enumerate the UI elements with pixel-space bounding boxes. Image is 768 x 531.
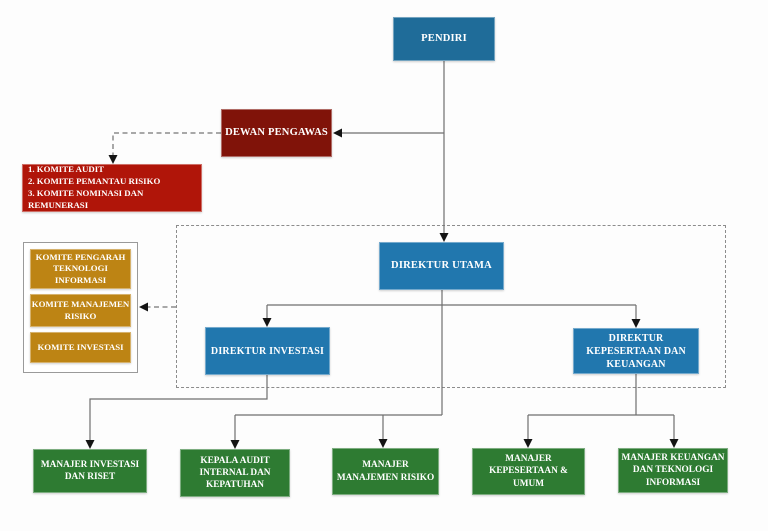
node-komite-pengarah-ti-label: KOMITE PENGARAH TEKNOLOGI INFORMASI [35, 251, 126, 285]
node-direktur-kepesertaan-keuangan: DIREKTUR KEPESERTAAN DAN KEUANGAN [573, 328, 699, 374]
node-komite-manajemen-risiko: KOMITE MANAJEMEN RISIKO [30, 294, 131, 327]
arrowhead [85, 440, 95, 449]
node-manajer-keuangan-ti-label: MANAJER KEUANGAN DAN TEKNOLOGI INFORMASI [621, 453, 725, 488]
arrowhead [378, 439, 388, 448]
node-manajer-kepesertaan-umum-label: MANAJER KEPESERTAAN & UMUM [489, 454, 568, 489]
edge-kepesertaan-manajer-split [527, 374, 675, 443]
node-direktur-utama: DIREKTUR UTAMA [379, 242, 504, 290]
node-pendiri: PENDIRI [393, 17, 495, 61]
node-kepala-audit-internal: KEPALA AUDIT INTERNAL DAN KEPATUHAN [180, 449, 290, 497]
arrowhead [523, 439, 533, 448]
arrowhead [631, 319, 641, 328]
arrowhead [139, 302, 148, 312]
node-dewan-pengawas-label: DEWAN PENGAWAS [225, 127, 328, 139]
node-direktur-kepesertaan-keuangan-label: DIREKTUR KEPESERTAAN DAN KEUANGAN [586, 332, 686, 370]
node-manajer-keuangan-ti: MANAJER KEUANGAN DAN TEKNOLOGI INFORMASI [618, 448, 728, 493]
edge-investasi-manajer [89, 375, 268, 444]
komite-pengawas-item: 2. KOMITE PEMANTAU RISIKO [28, 176, 161, 187]
direksi-dashed-boundary [176, 225, 726, 388]
arrowhead [439, 233, 449, 242]
node-pendiri-label: PENDIRI [421, 33, 467, 45]
node-komite-investasi: KOMITE INVESTASI [30, 332, 131, 363]
komite-pengawas-item: 3. KOMITE NOMINASI DAN REMUNERASI [28, 188, 144, 210]
node-komite-pengawas-list: 1. KOMITE AUDIT 2. KOMITE PEMANTAU RISIK… [22, 164, 202, 212]
node-direktur-investasi: DIREKTUR INVESTASI [205, 327, 330, 375]
komite-pengawas-item: 1. KOMITE AUDIT [28, 164, 105, 175]
edge-dewan-komite-dashed [112, 132, 221, 158]
node-komite-manajemen-risiko-label: KOMITE MANAJEMEN RISIKO [31, 299, 130, 321]
komite-direksi-panel: KOMITE PENGARAH TEKNOLOGI INFORMASI KOMI… [23, 242, 138, 373]
node-kepala-audit-internal-label: KEPALA AUDIT INTERNAL DAN KEPATUHAN [199, 455, 271, 491]
arrowhead [262, 318, 272, 327]
node-manajer-kepesertaan-umum: MANAJER KEPESERTAAN & UMUM [472, 448, 585, 495]
node-manajer-manajemen-risiko: MANAJER MANAJEMEN RISIKO [332, 448, 439, 495]
node-manajer-manajemen-risiko-label: MANAJER MANAJEMEN RISIKO [336, 460, 435, 483]
node-komite-investasi-label: KOMITE INVESTASI [37, 341, 124, 352]
arrowhead [230, 440, 240, 449]
arrowhead [669, 439, 679, 448]
arrowhead [333, 128, 342, 138]
node-manajer-investasi-riset-label: MANAJER INVESTASI DAN RISET [40, 459, 140, 482]
node-dewan-pengawas: DEWAN PENGAWAS [221, 109, 332, 157]
node-direktur-utama-label: DIREKTUR UTAMA [391, 260, 492, 272]
node-manajer-investasi-riset: MANAJER INVESTASI DAN RISET [33, 449, 147, 493]
edge-direktur-utama-direktur-split [266, 304, 637, 323]
node-komite-pengarah-ti: KOMITE PENGARAH TEKNOLOGI INFORMASI [30, 249, 131, 289]
arrowhead [108, 155, 118, 164]
node-direktur-investasi-label: DIREKTUR INVESTASI [210, 345, 325, 357]
edge-direktur-utama-staff-split [234, 414, 442, 444]
